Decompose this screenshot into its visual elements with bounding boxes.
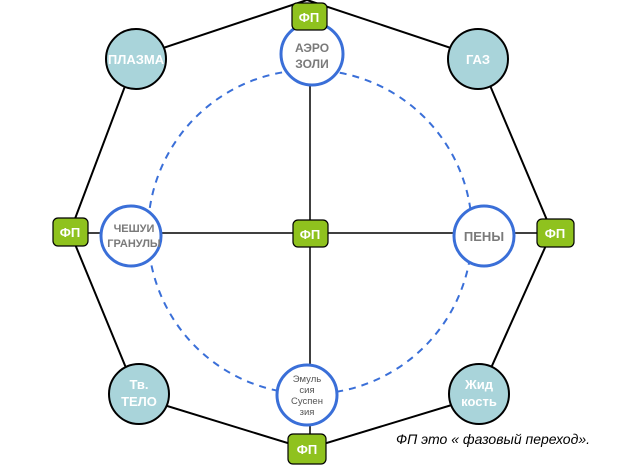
node-foams-label: ПЕНЫ: [464, 229, 504, 244]
node-flakes-label-2: ГРАНУЛЫ: [107, 238, 161, 250]
phase-box-top: ФП: [291, 2, 328, 31]
caption: ФП это « фазовый переход».: [396, 431, 590, 447]
node-flakes: ЧЕШУИ ГРАНУЛЫ: [99, 204, 163, 268]
phase-box-left-label: ФП: [60, 225, 80, 240]
state-node-plasma: ПЛАЗМА: [105, 28, 167, 90]
node-emulsions-label-2: сия: [299, 385, 314, 396]
node-aerosols: АЭРО ЗОЛИ: [279, 21, 345, 87]
phase-box-left: ФП: [52, 217, 89, 247]
phase-box-center-label: ФП: [300, 227, 320, 242]
phase-box-bottom: ФП: [287, 433, 327, 465]
state-node-gas: ГАЗ: [447, 28, 509, 90]
node-aerosols-label-1: АЭРО: [295, 41, 329, 55]
state-node-liquid-label-1: Жид: [464, 377, 494, 392]
node-emulsions-label-1: Эмуль: [293, 374, 321, 385]
state-node-solid-label-2: ТЕЛО: [121, 394, 157, 409]
node-foams: ПЕНЫ: [452, 204, 516, 268]
state-node-solid-label-1: Тв.: [129, 377, 148, 392]
node-emulsions-label-3: Суспен: [291, 396, 323, 407]
state-node-liquid-label-2: кость: [461, 394, 497, 409]
state-node-plasma-label: ПЛАЗМА: [108, 52, 165, 67]
state-node-solid: Тв. ТЕЛО: [108, 363, 170, 425]
state-node-gas-label: ГАЗ: [466, 52, 490, 67]
node-emulsions: Эмуль сия Суспен зия: [275, 363, 339, 427]
phase-box-right-label: ФП: [545, 226, 565, 241]
node-emulsions-label-4: зия: [300, 407, 315, 418]
state-node-liquid: Жид кость: [448, 363, 510, 425]
node-aerosols-label-2: ЗОЛИ: [295, 57, 328, 71]
phase-box-bottom-label: ФП: [297, 442, 317, 457]
node-flakes-label-1: ЧЕШУИ: [114, 223, 155, 235]
phase-box-right: ФП: [536, 218, 575, 248]
phase-box-center: ФП: [292, 219, 329, 248]
phase-box-top-label: ФП: [299, 10, 319, 25]
